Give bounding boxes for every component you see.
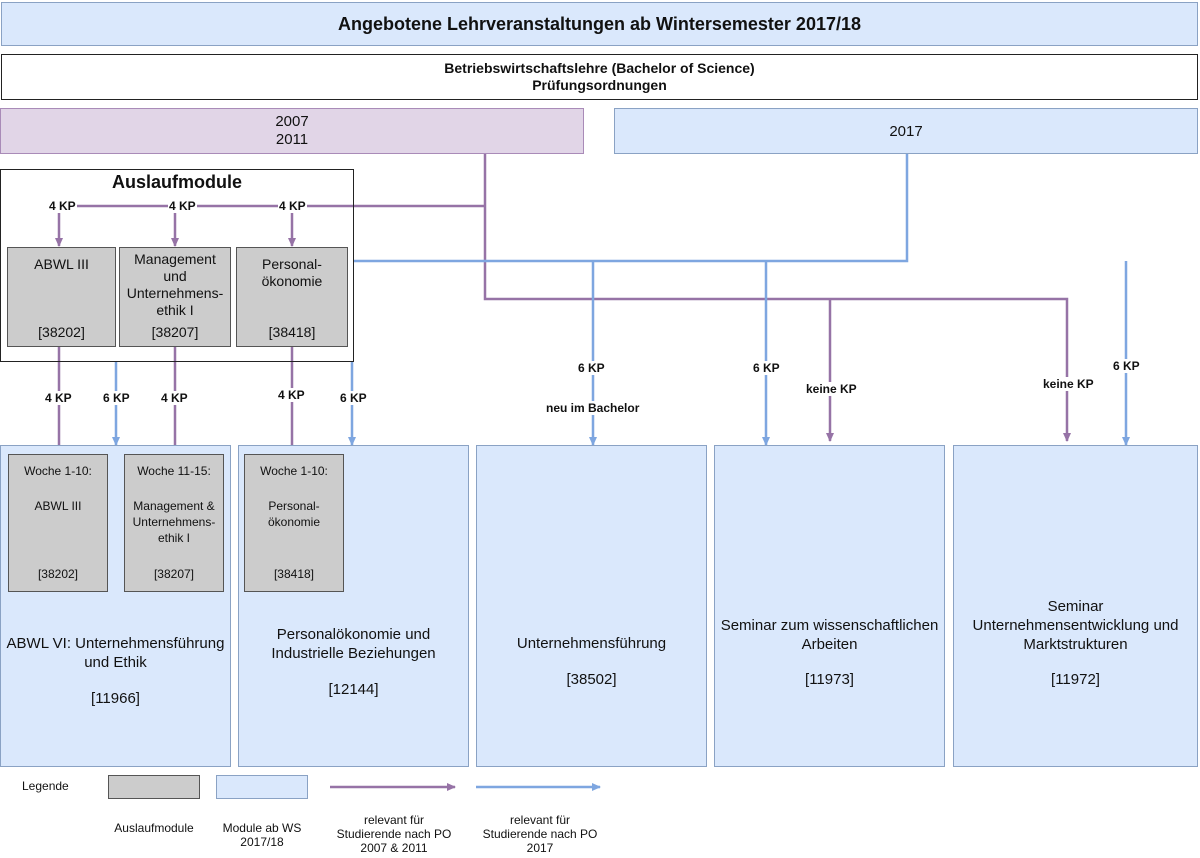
main-title: Angebotene Lehrveranstaltungen ab Winter… xyxy=(337,13,861,34)
auslauf-module-personal: Personal- ökonomie [38418] xyxy=(236,247,348,347)
auslauf-container xyxy=(0,169,354,362)
module-unternehmensfuehrung: Unternehmensführung [38502] xyxy=(476,445,707,767)
po-old-line2: 2011 xyxy=(275,131,309,148)
legend-gray-label: Auslaufmodule xyxy=(114,821,194,835)
auslauf-module-title-l3: Unternehmens- xyxy=(126,285,224,301)
auslauf-module-abwl3: ABWL III [38202] xyxy=(7,247,116,347)
po-old-line1: 2007 xyxy=(275,113,309,130)
sub-module-code: [38418] xyxy=(273,567,315,581)
kp-label: 4 KP xyxy=(277,388,306,402)
sub-module-title-l2: Unternehmens- xyxy=(132,515,216,529)
module-title-l1: Seminar xyxy=(1047,598,1104,615)
module-title-l1: Seminar zum wissenschaftlichen xyxy=(720,617,939,634)
sub-module-management: Woche 11-15: Management & Unternehmens- … xyxy=(124,454,224,592)
legend-blue-arrow-label-l3: 2017 xyxy=(526,841,554,855)
kp-label: 6 KP xyxy=(1112,359,1141,373)
sub-module-week: Woche 11-15: xyxy=(137,464,211,478)
legend-purple-label-l1: relevant für xyxy=(363,813,425,827)
sub-module-week: Woche 1-10: xyxy=(260,464,328,478)
legend-blue-label-l1: Module ab WS xyxy=(222,821,302,835)
po-2007-2011-box: 2007 2011 xyxy=(0,108,584,154)
module-code: [11966] xyxy=(91,690,140,707)
auslauf-module-code: [38418] xyxy=(268,324,316,340)
legend-purple-label-l3: 2007 & 2011 xyxy=(360,841,428,855)
subtitle-line1: Betriebswirtschaftslehre (Bachelor of Sc… xyxy=(444,60,755,76)
module-title-l1: ABWL VI: Unternehmensführung xyxy=(6,635,225,652)
module-code: [38502] xyxy=(566,671,617,688)
main-title-box: Angebotene Lehrveranstaltungen ab Winter… xyxy=(1,2,1198,46)
sub-module-week: Woche 1-10: xyxy=(24,464,92,478)
kp-label: 4 KP xyxy=(48,199,77,213)
module-title-l2: und Ethik xyxy=(84,654,147,671)
kp-label: 4 KP xyxy=(160,391,189,405)
legend-purple-label-l2: Studierende nach PO xyxy=(336,827,452,841)
sub-module-code: [38207] xyxy=(153,567,195,581)
module-code: [11973] xyxy=(805,671,854,688)
kp-label: keine KP xyxy=(805,382,858,396)
module-title-l2: Arbeiten xyxy=(801,636,858,653)
kp-label: 4 KP xyxy=(44,391,73,405)
module-code: [11972] xyxy=(1051,671,1100,688)
legend-blue-label-l2: 2017/18 xyxy=(240,835,284,849)
subtitle-box: Betriebswirtschaftslehre (Bachelor of Sc… xyxy=(1,54,1198,100)
po-new-label: 2017 xyxy=(889,122,923,140)
auslauf-module-management: Management und Unternehmens- ethik I [38… xyxy=(119,247,231,347)
auslauf-module-title-l1: Personal- xyxy=(262,256,322,272)
legend-title: Legende xyxy=(22,779,69,793)
module-title-l1: Unternehmensführung xyxy=(516,635,667,652)
module-seminar-wiss-arbeiten: Seminar zum wissenschaftlichen Arbeiten … xyxy=(714,445,945,767)
module-title-l2: Unternehmensentwicklung und xyxy=(972,617,1179,634)
kp-label: 6 KP xyxy=(102,391,131,405)
auslauf-module-title-l2: und xyxy=(163,268,187,284)
legend-gray-swatch xyxy=(108,775,200,799)
sub-module-personal: Woche 1-10: Personal- ökonomie [38418] xyxy=(244,454,344,592)
kp-label: 4 KP xyxy=(168,199,197,213)
sub-module-code: [38202] xyxy=(37,567,79,581)
legend-blue-swatch xyxy=(216,775,308,799)
module-title-l2: Industrielle Beziehungen xyxy=(271,645,436,662)
subtitle-line2: Prüfungsordnungen xyxy=(532,77,667,93)
sub-module-title-l3: ethik I xyxy=(157,531,190,545)
auslauf-module-code: [38207] xyxy=(151,324,199,340)
auslauf-module-title-l2: ökonomie xyxy=(261,273,323,289)
auslauf-title: Auslaufmodule xyxy=(111,172,242,192)
legend-blue-arrow-label-l2: Studierende nach PO xyxy=(482,827,598,841)
sub-module-title-l1: Management & xyxy=(133,499,215,513)
auslauf-module-title-l1: Management xyxy=(134,251,216,267)
module-title-l1: Personalökonomie und xyxy=(276,626,431,643)
auslauf-module-title-l4: ethik I xyxy=(156,302,194,318)
kp-label: keine KP xyxy=(1042,377,1095,391)
kp-label: 4 KP xyxy=(278,199,307,213)
legend-blue-arrow-label-l1: relevant für xyxy=(509,813,571,827)
po-2017-box: 2017 xyxy=(614,108,1198,154)
module-seminar-unternehmensentwicklung: Seminar Unternehmensentwicklung und Mark… xyxy=(953,445,1198,767)
sub-module-title-l1: Personal- xyxy=(268,499,320,513)
module-title-l3: Marktstrukturen xyxy=(1023,636,1128,653)
auslauf-module-title: ABWL III xyxy=(34,256,89,272)
sub-module-abwl3: Woche 1-10: ABWL III [38202] xyxy=(8,454,108,592)
module-code: [12144] xyxy=(328,681,379,698)
sub-module-title-l2: ökonomie xyxy=(267,515,321,529)
auslauf-module-code: [38202] xyxy=(38,324,85,340)
kp-label: 6 KP xyxy=(577,361,606,375)
sub-module-title-l1: ABWL III xyxy=(34,499,82,513)
kp-label: 6 KP xyxy=(752,361,781,375)
kp-label: 6 KP xyxy=(339,391,368,405)
kp-note-new: neu im Bachelor xyxy=(545,401,641,415)
